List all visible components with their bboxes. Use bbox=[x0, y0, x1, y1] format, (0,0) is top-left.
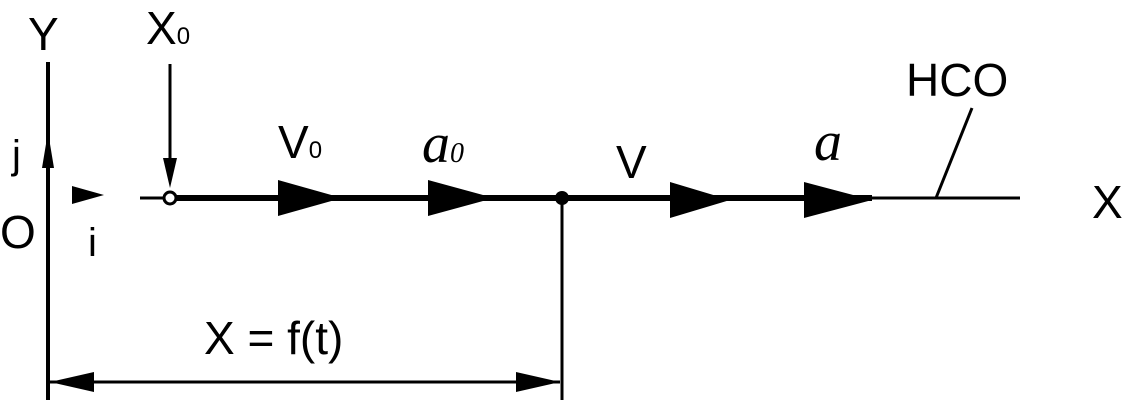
unit-i-label: i bbox=[88, 221, 97, 265]
v-label: V bbox=[616, 136, 647, 188]
y-axis-label: Y bbox=[28, 8, 59, 60]
unit-j-label: j bbox=[11, 133, 21, 177]
start-point-pointer-arrowhead bbox=[163, 158, 177, 188]
a0-label-sub: 0 bbox=[450, 138, 464, 169]
start-point-label: X0 bbox=[146, 2, 190, 54]
v-arrowhead bbox=[670, 182, 730, 218]
distance-arrowhead-left bbox=[50, 372, 94, 392]
start-point-label-sub: 0 bbox=[177, 23, 190, 50]
start-point-dot bbox=[162, 190, 178, 206]
a0-arrowhead bbox=[428, 180, 494, 216]
a0-label-main: a bbox=[422, 113, 450, 175]
distance-arrowhead-right bbox=[516, 372, 560, 392]
v0-label: V0 bbox=[278, 116, 322, 168]
a-arrowhead bbox=[804, 182, 872, 218]
trajectory-label: HCO bbox=[906, 54, 1008, 106]
start-point-label-main: X bbox=[146, 2, 177, 54]
a0-label: a0 bbox=[422, 113, 464, 175]
v0-label-sub: 0 bbox=[309, 137, 322, 164]
a-label: a bbox=[814, 111, 842, 173]
v0-label-main: V bbox=[278, 116, 309, 168]
distance-label: X = f(t) bbox=[204, 312, 343, 364]
trajectory-pointer bbox=[934, 107, 974, 199]
v0-arrowhead bbox=[278, 180, 342, 216]
unit-i-arrowhead bbox=[72, 186, 104, 204]
origin-label: O bbox=[0, 206, 36, 258]
unit-j-arrowhead bbox=[42, 132, 54, 168]
x-axis-label: X bbox=[1092, 176, 1123, 228]
